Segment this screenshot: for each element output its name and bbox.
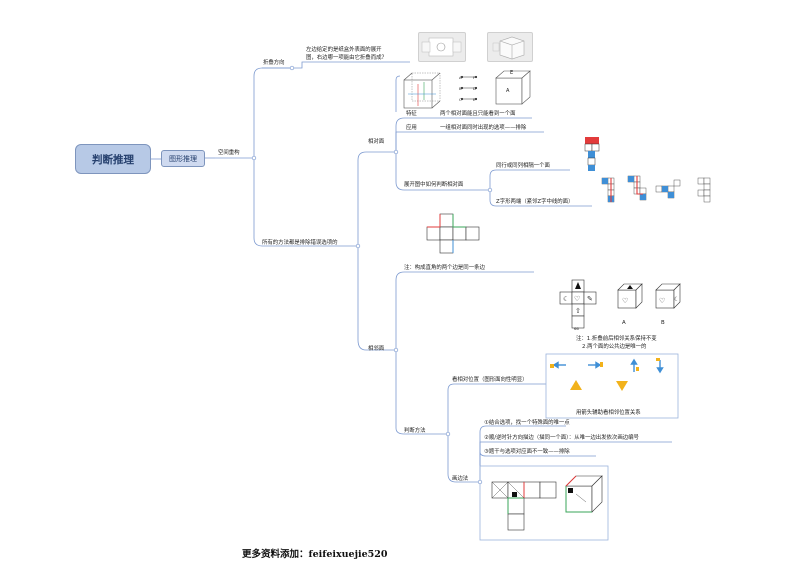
adjacent-note2-line2: 2.两个面的公共边是唯一的 xyxy=(582,344,647,350)
branch-node-graphic-reasoning[interactable]: 图形推理 xyxy=(161,150,205,167)
node-relative-position[interactable]: 看相对位置（图形面向性明显） xyxy=(452,377,528,383)
svg-text:☾: ☾ xyxy=(674,296,679,303)
option-b-label: B xyxy=(661,320,665,326)
cube-ae-diagram xyxy=(495,70,531,105)
pair-mark-c: C xyxy=(459,97,462,102)
folding-photo-1 xyxy=(418,32,466,62)
feature-text: 两个相对面能且只能看到一个面 xyxy=(440,111,516,117)
node-feature[interactable]: 特征 xyxy=(406,111,417,117)
branch-label: 图形推理 xyxy=(169,154,197,163)
node-adjacent-faces[interactable]: 相邻面 xyxy=(368,346,385,352)
node-draw-edge[interactable]: 画边法 xyxy=(452,476,469,482)
cross-net-diagram xyxy=(426,213,480,254)
node-judge-methods[interactable]: 判断方法 xyxy=(404,428,426,434)
option-a-label: A xyxy=(622,320,626,326)
svg-text:⇧: ⇧ xyxy=(575,307,581,315)
cube-letter-a: A xyxy=(506,88,510,94)
arrow-note: 用箭头辅助看相邻位置关系 xyxy=(576,410,641,416)
z-shape-nets xyxy=(601,175,711,203)
pair-mark-e: E xyxy=(473,97,476,102)
node-application[interactable]: 应用 xyxy=(406,125,417,131)
footer-contact-text: 更多资料添加：feifeixuejie520 xyxy=(242,549,388,560)
adjacent-note1: 注：构成直角的两个边是同一条边 xyxy=(404,265,485,271)
opposite-pairs-diagram xyxy=(460,75,478,101)
draw-edge-diagram xyxy=(491,475,603,531)
svg-text:☾: ☾ xyxy=(563,295,569,303)
node-spatial-reconstruction[interactable]: 空间重构 xyxy=(218,150,240,156)
root-label: 判断推理 xyxy=(92,153,134,166)
adjacent-note2-line1: 注：1.折叠前后相邻关系保持不变 xyxy=(576,336,657,342)
folding-photo-1-sketch xyxy=(421,37,462,57)
svg-text:♡: ♡ xyxy=(659,297,665,305)
folding-desc-line2: 图，右边哪一项能由它折叠而成？ xyxy=(306,55,387,61)
application-text: 一组相对面同时出现的选项——排除 xyxy=(440,125,527,131)
folding-photo-2-sketch xyxy=(492,36,525,60)
folding-desc-line1: 左边给定的是纸盒外表面的展开 xyxy=(306,47,382,53)
svg-text:✎: ✎ xyxy=(587,295,593,303)
svg-text:♡: ♡ xyxy=(622,297,628,305)
adjacent-example-diagram: ☾ ♡ ✎ ⇧ ♡ ♡ ☾ xyxy=(559,279,681,329)
draw-edge-step3: ③题干与选项对应面不一致——排除 xyxy=(484,449,570,455)
find-opposite-rule-1: 同行或同列相隔一个面 xyxy=(496,163,550,169)
node-folding-direction[interactable]: 折叠方向 xyxy=(263,60,285,66)
draw-edge-step2: ②顺/逆时针方向描边（描同一个面）：从唯一边出发依次画边编号 xyxy=(484,435,639,441)
node-find-opposite[interactable]: 展开图中如何判断相对面 xyxy=(404,182,464,188)
pair-mark-f: F xyxy=(473,75,476,80)
arrow-relations-diagram xyxy=(550,358,664,391)
cube-wireframe-diagram xyxy=(403,72,441,109)
node-opposite-faces[interactable]: 相对面 xyxy=(368,139,385,145)
vertical-net-diagram xyxy=(584,137,600,171)
find-opposite-rule-2: Z字形两端（紧邻Z字中线的面） xyxy=(496,199,574,205)
pair-mark-a: A xyxy=(459,75,462,80)
folding-photo-2 xyxy=(487,32,533,62)
pair-mark-d: D xyxy=(473,86,476,91)
svg-text:♡: ♡ xyxy=(574,295,580,303)
root-node[interactable]: 判断推理 xyxy=(75,144,151,174)
draw-edge-step1: ①结合选项，找一个特殊面的唯一点 xyxy=(484,420,570,426)
cube-letter-e: E xyxy=(510,70,514,76)
net-mark-66: 66 xyxy=(574,326,579,331)
pair-mark-b: B xyxy=(459,86,462,91)
node-exclusion-method[interactable]: 所有的方法都是排除错误选项的 xyxy=(262,240,338,246)
